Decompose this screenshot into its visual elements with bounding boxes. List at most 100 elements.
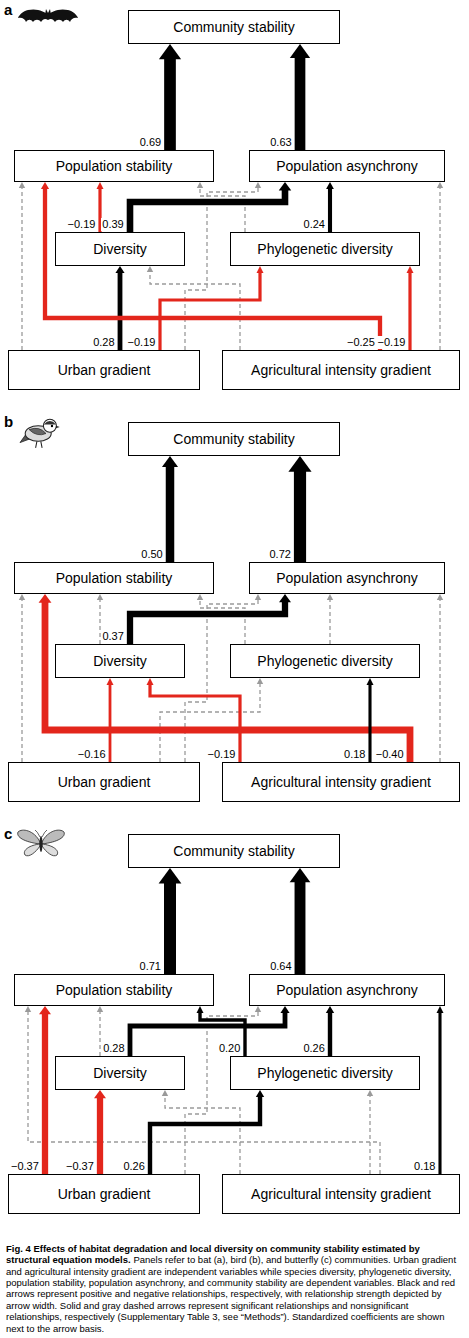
arrow-head: [437, 594, 443, 600]
path-arrow: [326, 1006, 334, 1056]
arrow-head: [290, 44, 310, 58]
arrow-head: [257, 678, 263, 684]
arrow-head: [326, 182, 334, 189]
arrow-shaft: [21, 599, 22, 762]
arrow-head: [162, 456, 178, 467]
arrow-shaft: [97, 1097, 103, 1174]
box-label: Agricultural intensity gradient: [251, 362, 431, 378]
arrow-head: [255, 1006, 261, 1012]
path-coefficient: 0.50: [140, 548, 163, 561]
box-label: Population stability: [56, 158, 173, 174]
path-arrow: [437, 1006, 444, 1174]
variable-box: Diversity: [55, 644, 185, 678]
butterfly-wing: [24, 844, 40, 856]
arrow-shaft: [28, 1011, 380, 1174]
path-arrow: [159, 868, 182, 974]
path-coefficient: 0.26: [122, 1160, 145, 1173]
arrow-head: [97, 1006, 103, 1012]
path-arrow: [326, 182, 334, 232]
panel-letter: b: [4, 414, 13, 431]
path-coefficient: 0.69: [139, 136, 162, 149]
variable-box: Population asynchrony: [249, 974, 445, 1006]
path-coefficient: −0.19: [67, 218, 97, 231]
butterfly-body: [40, 836, 43, 852]
path-arrow: [197, 182, 245, 232]
path-coefficient: 0.63: [269, 136, 292, 149]
arrow-head: [159, 44, 181, 59]
arrow-shaft: [166, 466, 175, 562]
bird-wing: [29, 428, 46, 435]
butterfly-antennae: [35, 830, 47, 837]
box-label: Diversity: [93, 653, 147, 669]
path-coefficient: 0.71: [139, 960, 162, 973]
arrow-head: [162, 1090, 168, 1096]
arrow-head: [25, 1006, 31, 1012]
path-coefficient: 0.72: [268, 548, 291, 561]
variable-box: Diversity: [55, 1056, 185, 1090]
variable-box: Urban gradient: [8, 1174, 200, 1214]
box-label: Phylogenetic diversity: [257, 241, 392, 257]
path-coefficient: −0.37: [65, 1160, 95, 1173]
path-arrow: [437, 182, 443, 350]
path-coefficient: 0.64: [269, 960, 292, 973]
path-arrow: [185, 594, 261, 762]
arrow-head: [257, 266, 264, 273]
arrow-head: [41, 182, 49, 189]
arrow-shaft: [408, 272, 411, 350]
arrow-shaft: [118, 272, 123, 350]
path-coefficient: −0.16: [77, 748, 107, 761]
path-arrow: [407, 266, 414, 350]
arrow-head: [147, 266, 153, 272]
path-arrow: [162, 1090, 240, 1174]
variable-box: Phylogenetic diversity: [230, 232, 420, 266]
path-coefficient: 0.39: [101, 218, 124, 231]
variable-box: Urban gradient: [8, 350, 200, 390]
path-arrow: [197, 594, 245, 644]
arrow-head: [19, 594, 25, 600]
panel-letter: a: [4, 2, 12, 19]
path-arrow: [160, 678, 263, 762]
bird-head: [43, 419, 56, 432]
variable-box: Agricultural intensity gradient: [222, 762, 460, 802]
arrow-shaft: [130, 601, 285, 644]
arrow-shaft: [368, 684, 371, 762]
path-arrow: [367, 1090, 373, 1174]
arrow-shaft: [438, 1012, 441, 1174]
arrow-head: [437, 1006, 444, 1013]
box-label: Population asynchrony: [276, 158, 418, 174]
arrow-shaft: [294, 471, 306, 562]
butterfly-icon: [18, 830, 65, 856]
path-arrow: [107, 678, 114, 762]
arrow-shaft: [130, 1012, 285, 1056]
box-label: Diversity: [93, 241, 147, 257]
bird-cap: [44, 421, 56, 424]
variable-box: Community stability: [128, 10, 340, 44]
arrow-shaft: [295, 881, 306, 974]
arrow-head: [39, 1006, 51, 1014]
path-arrow: [160, 266, 264, 350]
arrow-shaft: [150, 1096, 260, 1174]
path-coefficient: −0.25: [346, 336, 376, 349]
path-arrow: [150, 1090, 264, 1174]
path-coefficient: 0.18: [413, 1160, 436, 1173]
arrow-head: [197, 594, 203, 600]
arrow-head: [367, 1090, 373, 1096]
box-label: Urban gradient: [58, 1186, 151, 1202]
variable-box: Community stability: [128, 834, 340, 868]
arrow-head: [39, 594, 52, 603]
arrow-head: [327, 594, 333, 600]
arrow-shaft: [439, 187, 440, 350]
arrow-shaft: [369, 1095, 370, 1174]
arrow-shaft: [150, 684, 240, 762]
path-coefficient: 0.37: [101, 630, 124, 643]
arrow-head: [159, 868, 182, 884]
path-arrow: [367, 678, 374, 762]
variable-box: Agricultural intensity gradient: [222, 350, 460, 390]
path-arrow: [290, 44, 310, 150]
box-label: Community stability: [173, 843, 294, 859]
arrow-shaft: [21, 187, 22, 350]
variable-box: Phylogenetic diversity: [230, 1056, 420, 1090]
arrow-shaft: [295, 57, 306, 150]
arrow-head: [197, 1006, 204, 1013]
